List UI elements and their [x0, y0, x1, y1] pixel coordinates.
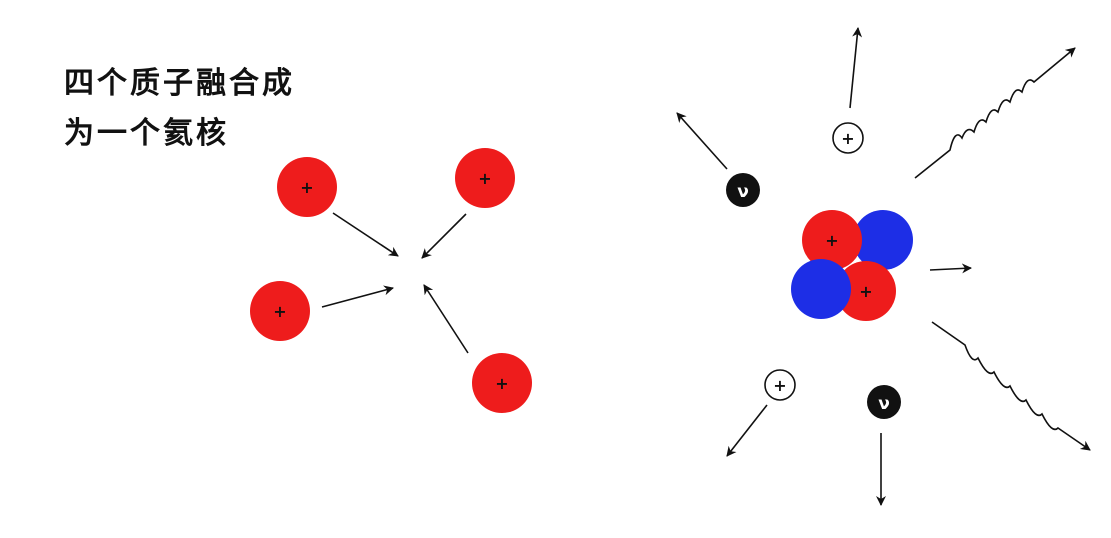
positron-charge-label: + — [773, 376, 786, 395]
proton-charge-label: + — [300, 178, 313, 197]
incoming-protons: + + + + — [250, 148, 532, 413]
neutrino-top-left-arrow — [676, 112, 728, 170]
proton-sphere-icon — [802, 210, 862, 270]
positron-top: + — [832, 122, 864, 154]
positron-top-arrow — [849, 27, 863, 109]
neutron-sphere-icon — [791, 259, 851, 319]
proton-sphere-icon — [250, 281, 310, 341]
inward-arrow-middle-left — [321, 285, 394, 308]
proton-middle-left: + — [250, 281, 310, 341]
proton-charge-label: + — [478, 169, 491, 188]
gamma-wave-arrow-top-right-icon — [914, 47, 1076, 179]
positron-circle-icon — [764, 369, 796, 401]
inward-arrow-top-right — [421, 213, 467, 259]
inward-arrow-bottom-right — [423, 284, 469, 354]
neutron-sphere-icon — [853, 210, 913, 270]
proton-top-right: + — [455, 148, 515, 208]
neutrino-top-left: ν — [726, 173, 760, 207]
neutrino-bottom: ν — [867, 385, 901, 419]
positron-charge-label: + — [841, 129, 854, 148]
proton-sphere-icon — [836, 261, 896, 321]
positron-circle-icon — [832, 122, 864, 154]
neutrino-circle-icon — [726, 173, 760, 207]
proton-sphere-icon — [472, 353, 532, 413]
neutrino-symbol-label: ν — [878, 394, 890, 414]
helium-nucleus: + + — [791, 210, 913, 321]
positron-bottom-left: + — [764, 369, 796, 401]
proton-sphere-icon — [277, 157, 337, 217]
proton-charge-label: + — [825, 231, 838, 250]
inward-arrow-top-left — [332, 212, 399, 257]
proton-charge-label: + — [495, 374, 508, 393]
neutrino-circle-icon — [867, 385, 901, 419]
emitted-particles: + ν + ν — [676, 27, 1091, 506]
proton-charge-label: + — [273, 302, 286, 321]
diagram-title-line-2: 为一个氦核 — [64, 116, 229, 151]
proton-bottom-right: + — [472, 353, 532, 413]
neutrino-symbol-label: ν — [737, 182, 749, 202]
nucleus-recoil-arrow — [929, 263, 972, 274]
proton-sphere-icon — [455, 148, 515, 208]
proton-top-left: + — [277, 157, 337, 217]
proton-charge-label: + — [859, 282, 872, 301]
gamma-wave-arrow-bottom-right-icon — [931, 321, 1091, 451]
positron-bottom-left-arrow — [726, 404, 768, 457]
diagram-title-line-1: 四个质子融合成 — [64, 66, 295, 101]
